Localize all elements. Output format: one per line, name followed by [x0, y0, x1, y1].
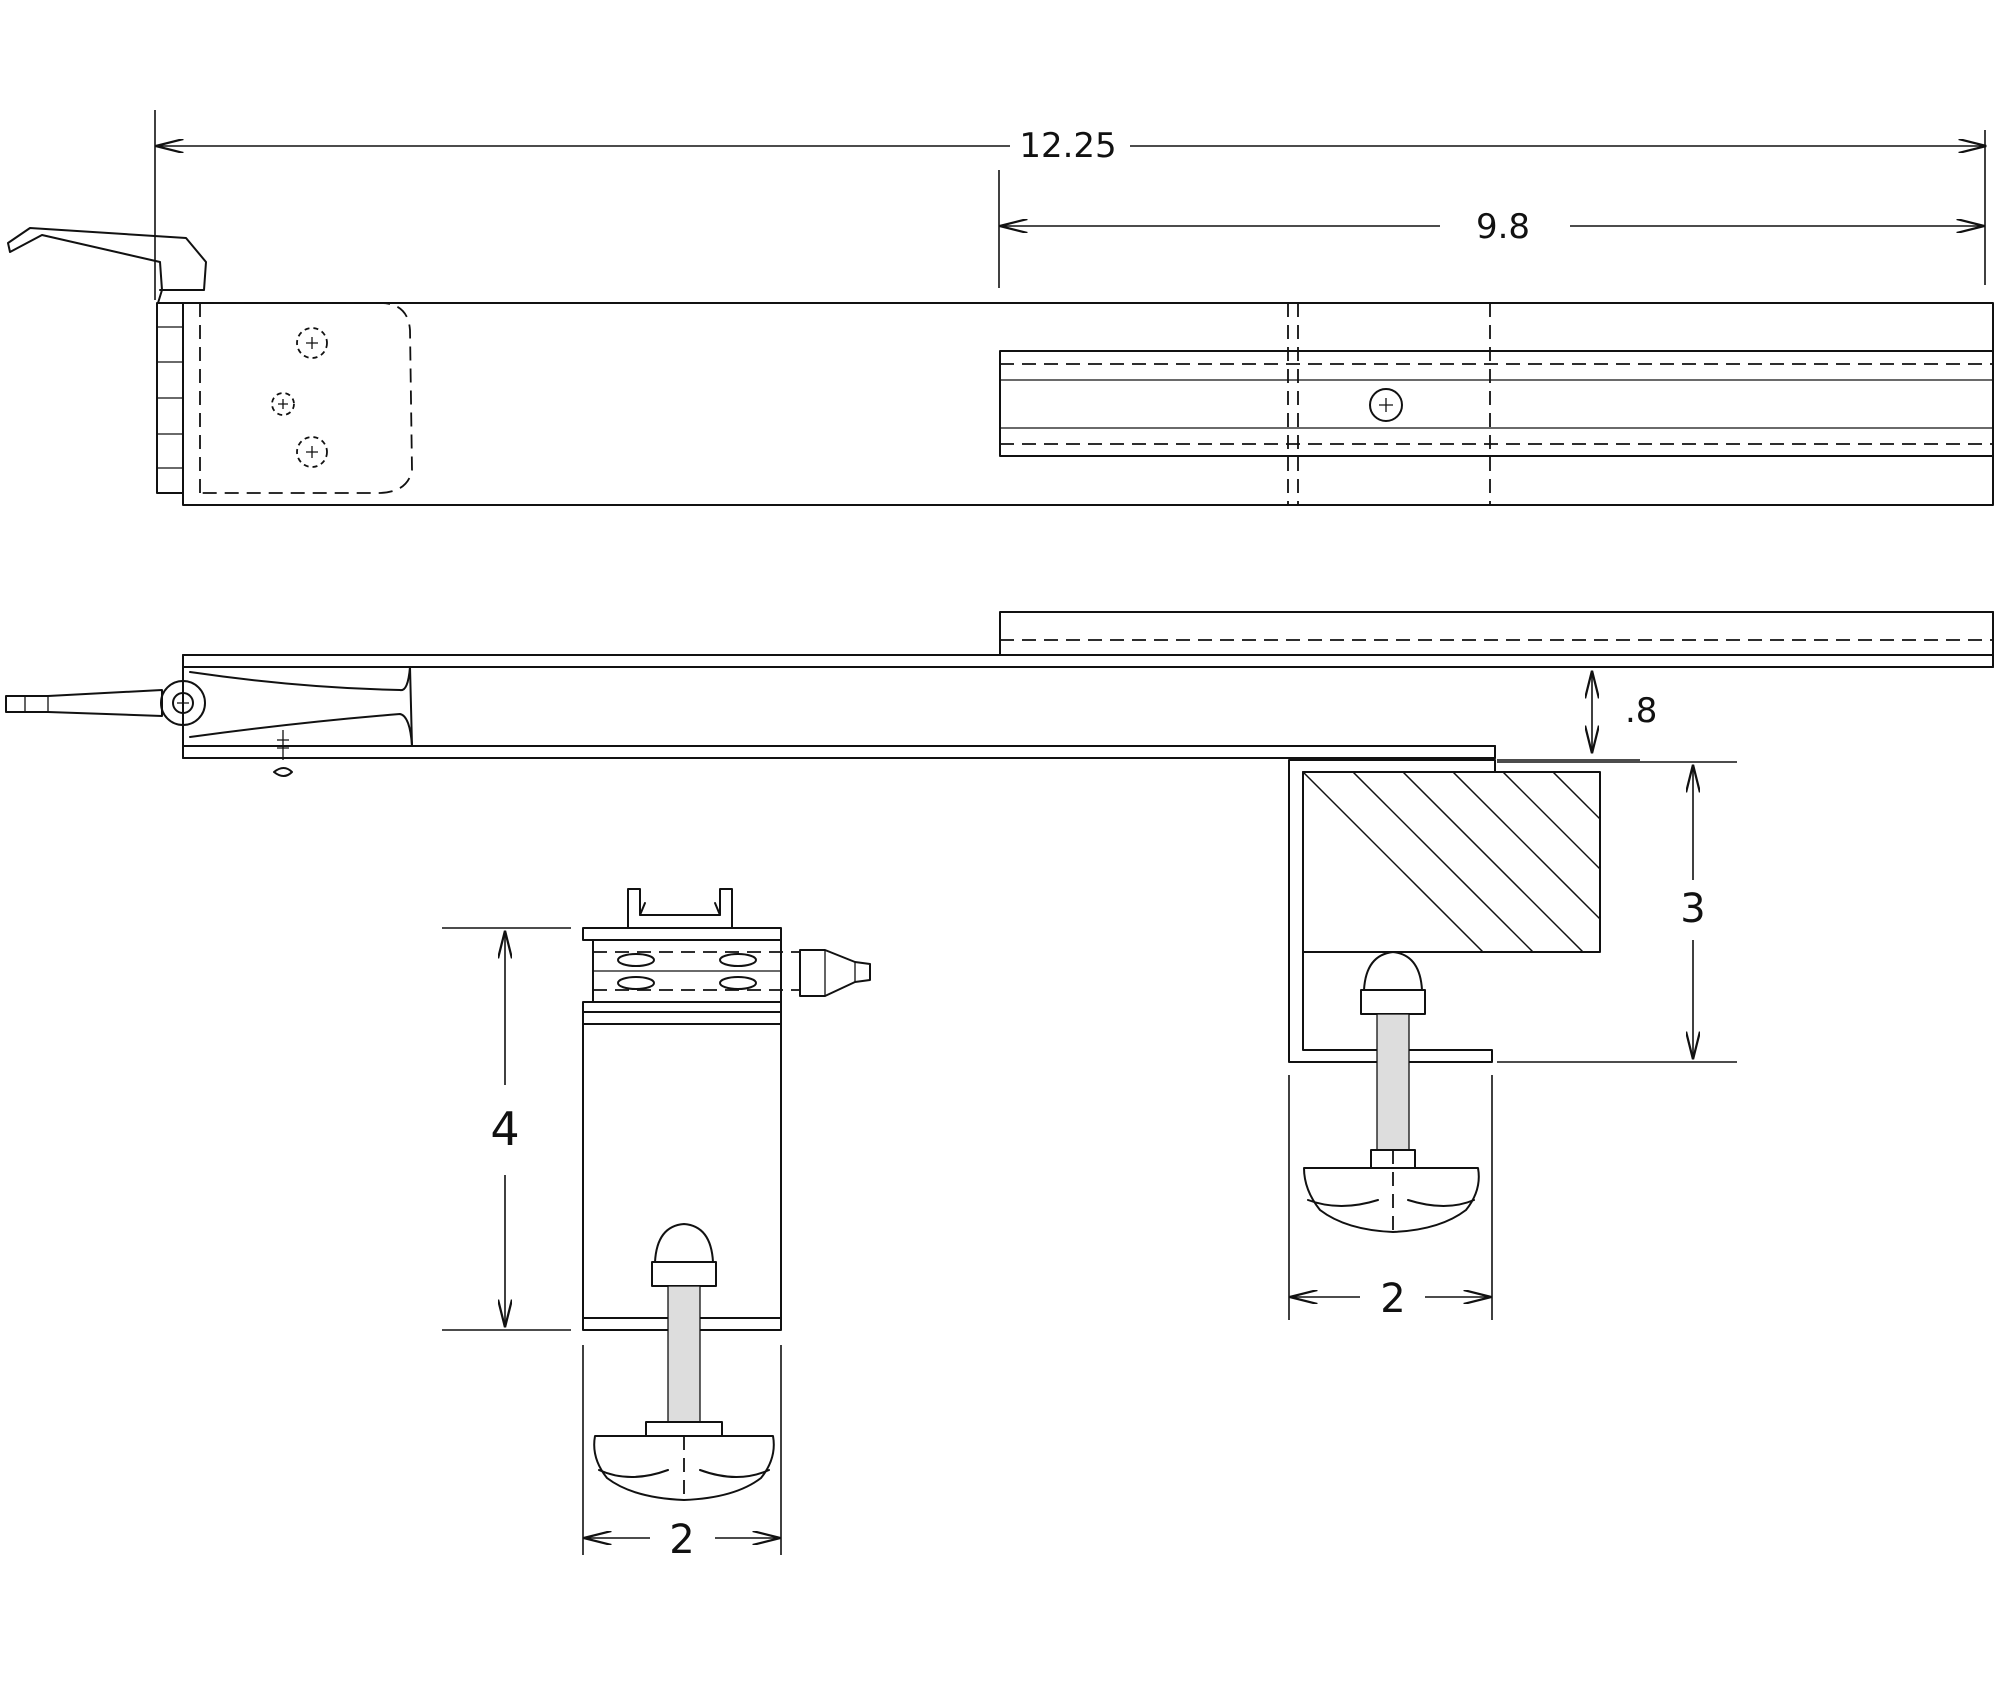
dim-block-height: 4 [442, 927, 571, 1331]
screw-tip [654, 1223, 714, 1263]
dim-track-length: 9.8 [998, 130, 1986, 288]
dim-label-9-8: 9.8 [1476, 207, 1530, 247]
t-track-side [999, 611, 1994, 656]
dim-block-width: 2 [582, 1345, 782, 1563]
top-bar-outline [182, 302, 1994, 506]
workpiece [1302, 771, 1601, 953]
screw-tip [1363, 951, 1423, 991]
dim-gap: .8 [1497, 672, 1657, 761]
dim-overall-length: 12.25 [154, 110, 1985, 300]
hidden-plate [200, 302, 413, 494]
t-track-top [999, 350, 1994, 457]
dim-label-4: 4 [490, 1102, 519, 1156]
hidden-hole-icon [296, 327, 328, 359]
dim-label-3: 3 [1680, 886, 1705, 932]
l-bracket [1288, 759, 1496, 1063]
screw-head-icon [617, 953, 757, 990]
hidden-hole-icon [296, 436, 328, 468]
lever-side [5, 689, 163, 717]
right-clamp-detail [1288, 759, 1601, 1233]
dim-label-0-8: .8 [1625, 691, 1657, 731]
lever-tip-end [799, 949, 871, 997]
hidden-hole-icon [271, 392, 295, 416]
t-slot-profile [627, 888, 733, 929]
end-view [582, 888, 871, 1501]
knob-icon [1303, 1167, 1480, 1233]
top-view [7, 227, 1994, 506]
dim-clamp-width-right: 2 [1288, 1075, 1493, 1322]
lever-top [7, 227, 207, 304]
side-view [5, 611, 1994, 777]
screw-icon [1369, 388, 1403, 422]
dim-clamp-depth: 3 [1497, 761, 1737, 1063]
dim-label-2-left: 2 [669, 1517, 694, 1563]
dim-label-2-right: 2 [1380, 1276, 1405, 1322]
workpiece-hatching [1303, 772, 1600, 952]
small-screw-icon [273, 730, 293, 777]
clamp-body [582, 1023, 782, 1319]
dim-label-12-25: 12.25 [1019, 126, 1116, 166]
